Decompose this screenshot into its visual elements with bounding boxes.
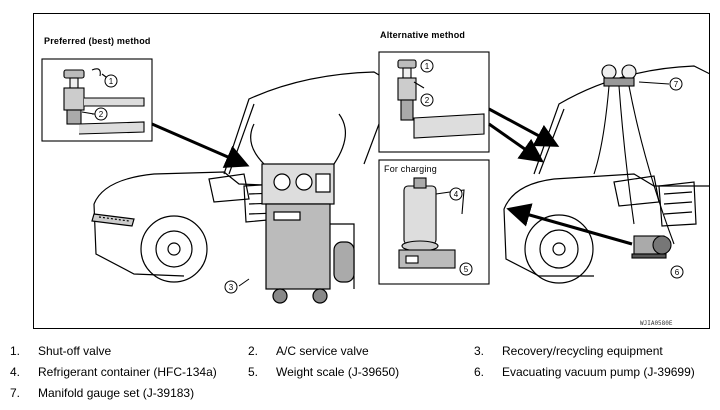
- callout-2-right: 2: [425, 96, 430, 105]
- right-arrow-lower: [488, 122, 544, 163]
- legend-number: 7.: [10, 386, 21, 400]
- legend-text: Refrigerant container (HFC-134a): [38, 365, 217, 379]
- legend-text: A/C service valve: [276, 344, 369, 358]
- legend-number: 4.: [10, 365, 21, 379]
- callout-markers: [92, 59, 684, 294]
- charging-caption: For charging: [384, 164, 437, 174]
- right-caption: Alternative method: [380, 30, 466, 40]
- callout-3: 3: [229, 283, 234, 292]
- callout-6: 6: [675, 268, 680, 277]
- legend-number: 5.: [248, 365, 259, 379]
- legend-number: 1.: [10, 344, 21, 358]
- recovery-machine: [250, 113, 355, 304]
- callout-numbers: 1 2 3 4 5 6 7 1 2: [99, 62, 680, 292]
- vacuum-pump: [631, 235, 672, 259]
- left-arrow-to-valve: [151, 122, 250, 168]
- diagram-drawing: 1 2 3 4 5 6 7 1 2: [41, 51, 709, 304]
- legend: 1. Shut-off valve 2. A/C service valve 3…: [0, 338, 720, 410]
- callout-1-left: 1: [109, 77, 114, 86]
- figure-code: WJIA0580E: [640, 320, 673, 327]
- legend-number: 3.: [474, 344, 485, 358]
- callout-4: 4: [454, 190, 459, 199]
- callout-1-right: 1: [425, 62, 430, 71]
- callout-7: 7: [674, 80, 679, 89]
- legend-text: Recovery/recycling equipment: [502, 344, 663, 358]
- legend-text: Shut-off valve: [38, 344, 112, 358]
- shut-off-valve-detail-left: [41, 58, 153, 142]
- legend-text: Weight scale (J-39650): [276, 365, 400, 379]
- service-diagram: 1 2 3 4 5 6 7 1 2 Preferred (best) metho…: [33, 13, 710, 329]
- charging-detail-inset: [378, 159, 490, 285]
- manifold-gauge-set: [593, 64, 675, 245]
- legend-text: Manifold gauge set (J-39183): [38, 386, 195, 400]
- legend-text: Evacuating vacuum pump (J-39699): [502, 365, 695, 379]
- legend-number: 6.: [474, 365, 485, 379]
- right-truck-illustration: [503, 65, 709, 284]
- left-caption: Preferred (best) method: [44, 36, 151, 46]
- right-arrow-upper: [488, 107, 560, 147]
- right-arrow-pump: [506, 203, 633, 246]
- callout-2-left: 2: [99, 110, 104, 119]
- callout-5: 5: [464, 265, 469, 274]
- shut-off-valve-detail-right: [378, 51, 490, 153]
- legend-number: 2.: [248, 344, 259, 358]
